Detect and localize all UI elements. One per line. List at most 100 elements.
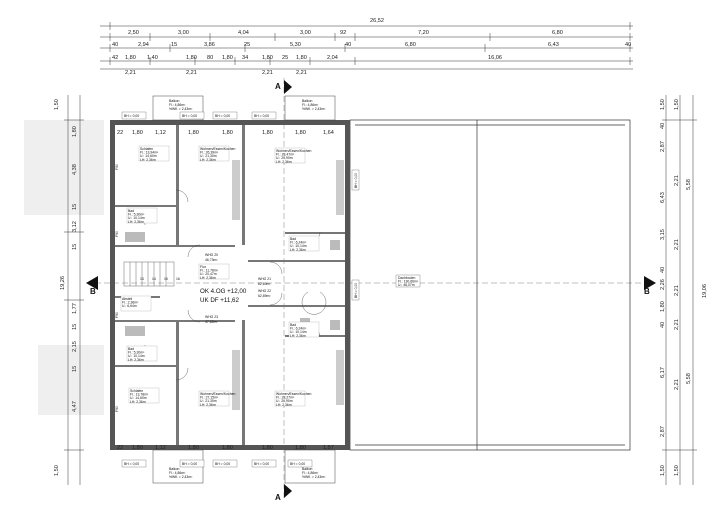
- unit-area: 46,73m²: [205, 258, 218, 262]
- room-label-text: Abstell: [122, 297, 132, 301]
- section-label-b-right: B: [644, 287, 650, 296]
- roof-room-label: Dachboden Fl.: 130,66m² U.: 48,07m: [395, 274, 421, 288]
- kitchen-counters: [232, 160, 344, 410]
- dim-top-row3: 6,43: [548, 42, 559, 48]
- fire-door-label: F90: [115, 164, 119, 170]
- dim-left: 3,12: [72, 221, 78, 232]
- dim-left: 19,26: [60, 276, 66, 290]
- bh-tag: BH = 0,00: [124, 462, 139, 466]
- room-label-text: Bad: [128, 347, 134, 351]
- bh-tag: BH = 0,00: [354, 173, 358, 188]
- room-label-text: Bad: [290, 237, 296, 241]
- room-label-text: Fl.: 5,30m²: [128, 213, 145, 217]
- dim-top-row3: 3,86: [204, 42, 215, 48]
- balcony-name: Balkon: [302, 467, 312, 471]
- unit-label-whg22: WHG 22 62,69m²: [258, 289, 271, 298]
- room-label-text: Fl.: 28,47m²: [276, 153, 295, 157]
- dim-left: 15: [72, 244, 78, 250]
- room-label-text: Fl.: 2,36m²: [122, 301, 139, 305]
- room-label-text: LH: 2,36m: [200, 403, 216, 407]
- dim-top-row3: 5,30: [290, 42, 301, 48]
- room-label-text: Wohnen/Essen/Kochen: [276, 149, 311, 153]
- dim-top-row2: 3,00: [178, 30, 189, 36]
- dim-top-row2: 92: [340, 30, 346, 36]
- dim-inner: 1,80: [132, 445, 143, 451]
- dim-right: 1,50: [674, 465, 680, 476]
- fire-door-label: F90: [115, 406, 119, 412]
- room-label-text: U.: 10,14m: [290, 244, 307, 248]
- unit-label-whg20: WHG 20 46,73m²: [205, 253, 218, 262]
- dim-inner: 1,80: [188, 130, 199, 136]
- room-label-text: Bad: [128, 209, 134, 213]
- room-label-text: LH: 2,36m: [290, 334, 306, 338]
- dim-top-row4: 25: [282, 55, 288, 61]
- dim-inner: 1,12: [155, 130, 166, 136]
- roof-room-perimeter: U.: 48,07m: [398, 283, 415, 287]
- dim-right: 2,87: [660, 426, 666, 437]
- exterior-walls: [110, 120, 350, 450]
- room-label-box: [288, 321, 320, 338]
- room-label-text: U.: 20,47m: [200, 272, 217, 276]
- dim-top-row4: 2,04: [327, 55, 338, 61]
- section-arrow-a-bottom: [284, 484, 292, 498]
- section-arrow-a-top: [284, 80, 292, 94]
- balcony-wfl: %Wfl. = 2,43m²: [302, 475, 326, 479]
- dim-top-row2: 6,80: [552, 30, 563, 36]
- room-label-text: Fl.: 13,94m²: [140, 151, 159, 155]
- dim-top-row4: 34: [242, 55, 248, 61]
- dim-top-row2: 4,04: [238, 30, 249, 36]
- dim-top-row2: 3,00: [300, 30, 311, 36]
- room-label-text: LH: 2,36m: [276, 403, 292, 407]
- dim-inner: 1,80: [262, 130, 273, 136]
- balcony-bottom-1-label: Balkon Fl.: 4,86m² %Wfl. = 2,43m²: [302, 467, 326, 479]
- balcony-area: Fl.: 4,86m²: [302, 471, 319, 475]
- section-arrow-b-left: [86, 276, 98, 290]
- dim-top-row4: 42: [112, 55, 118, 61]
- dim-top-row3: 15: [171, 42, 177, 48]
- bh-tag: BH = 0,00: [354, 283, 358, 298]
- unit-label-whg21: WHG 21 62,69m²: [258, 277, 271, 286]
- room-label-text: LH: 2,36m: [130, 400, 146, 404]
- dim-left: 2,15: [72, 341, 78, 352]
- room-label-text: U.: 14,60m: [140, 154, 157, 158]
- stair-number: 15: [164, 277, 168, 281]
- dim-right: 1,50: [674, 99, 680, 110]
- dim-top-row4: 1,80: [222, 55, 233, 61]
- dim-right: 2,87: [660, 141, 666, 152]
- dim-top-row4: 1,80: [262, 55, 273, 61]
- dim-left: 4,38: [72, 164, 78, 175]
- dim-inner: 1,80: [295, 130, 306, 136]
- left-dimension-lines: [64, 95, 84, 485]
- room-label-box: [198, 263, 230, 280]
- dim-left: 4,47: [72, 401, 78, 412]
- balcony-name: Balkon: [302, 99, 312, 103]
- dim-right: 40: [660, 123, 666, 129]
- room-label-text: Schlafen: [130, 389, 143, 393]
- room-label-text: U.: 25,90m: [276, 156, 293, 160]
- dim-top-row3: 2,94: [138, 42, 149, 48]
- dim-inner: 1,12: [155, 445, 166, 451]
- dim-right: 6,17: [660, 367, 666, 378]
- balcony-top-1-label: Balkon Fl.: 4,86m² %Wfl. = 2,43m²: [302, 99, 326, 111]
- dim-top-row4: 80: [207, 55, 213, 61]
- level-label: OK 4.OG +12,00: [200, 288, 247, 295]
- bh-tag: BH = 0,00: [182, 462, 197, 466]
- balcony-bottom-0-label: Balkon Fl.: 4,86m² %Wfl. = 2,43m²: [169, 467, 193, 479]
- room-label-text: Fl.: 5,30m²: [128, 351, 145, 355]
- background-strip: [38, 345, 104, 415]
- dim-top-row3: 40: [345, 42, 351, 48]
- right-dims-outer: 1,50 40 2,87 6,43 3,15 40 2,26 19,06 1,8…: [660, 99, 708, 476]
- stair-number: 14: [152, 277, 156, 281]
- dim-right: 40: [660, 322, 666, 328]
- dim-inner: 1,80: [222, 445, 233, 451]
- inner-dims-top: 22 1,80 1,12 1,80 1,80 1,80 1,80 1,64: [117, 130, 334, 136]
- dim-top-row3: 6,80: [405, 42, 416, 48]
- room-label-text: U.: 26,90m: [276, 399, 293, 403]
- roof-room-area: Fl.: 130,66m²: [398, 280, 419, 284]
- dim-right: 2,26: [660, 279, 666, 290]
- room-label-box: [138, 145, 170, 162]
